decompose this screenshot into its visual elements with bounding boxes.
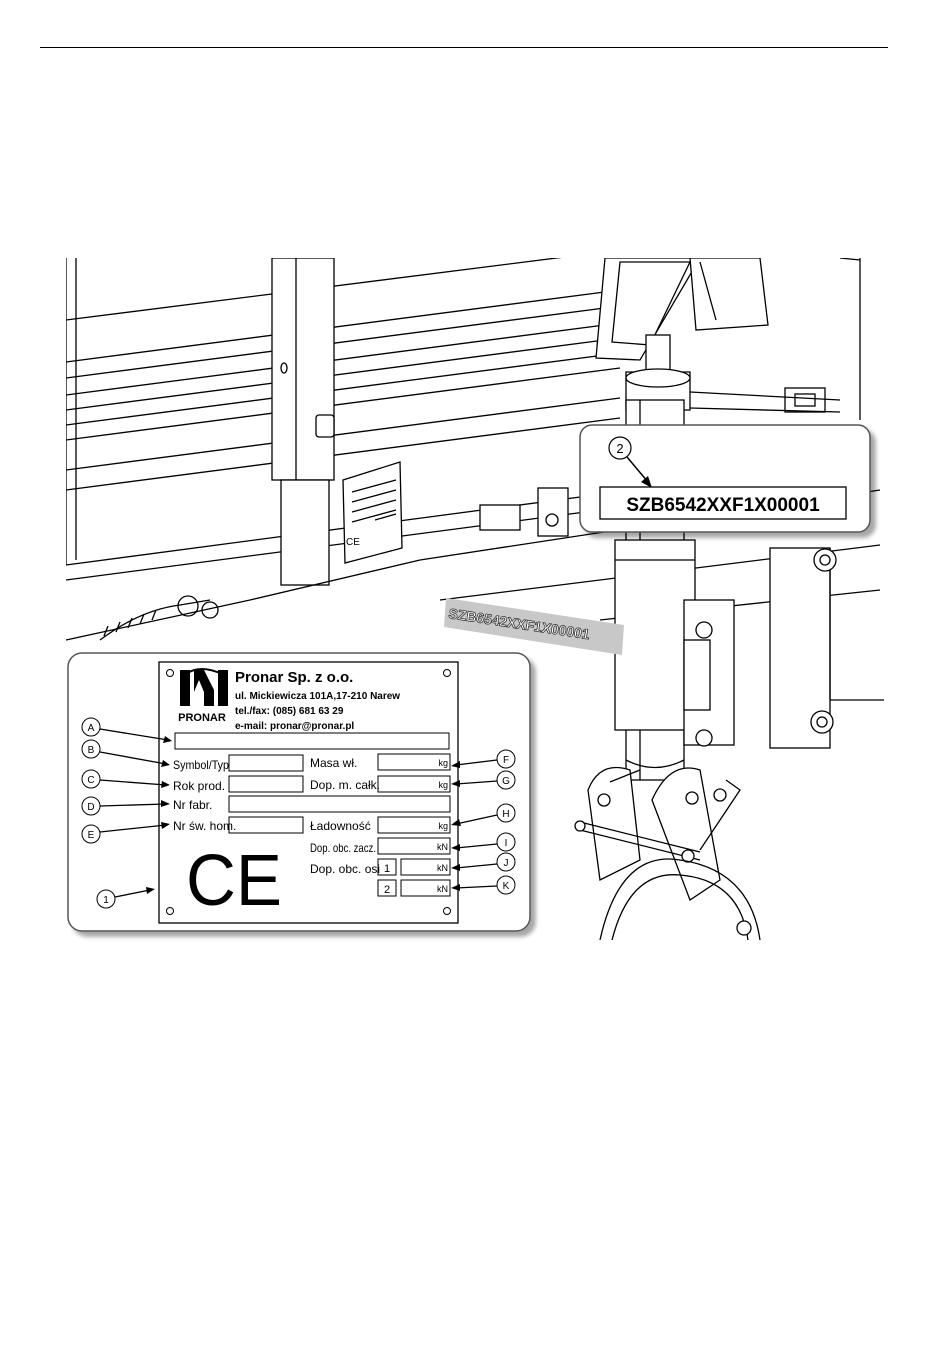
company-name: Pronar Sp. z o.o. <box>235 669 353 686</box>
unit-kg-h: kg <box>438 821 448 831</box>
callout-f: F <box>503 755 509 766</box>
vin-zoom-box <box>599 486 847 520</box>
label-symbol: Symbol/Typ <box>173 758 229 772</box>
label-ladownosc: Ładowność <box>310 819 371 833</box>
unit-kn-j: kN <box>437 863 448 873</box>
unit-kg-g: kg <box>438 780 448 790</box>
unit-kn-i: kN <box>437 842 448 852</box>
callout-b: B <box>88 745 95 756</box>
field-b-box <box>228 754 304 772</box>
field-k-box <box>400 879 451 897</box>
label-nrfabr: Nr fabr. <box>173 798 212 812</box>
field-g-box <box>377 775 451 793</box>
callout-2-marker <box>608 436 632 460</box>
logo-text: PRONAR <box>178 712 226 724</box>
ce-mark: CE <box>186 841 282 921</box>
company-phone: tel./fax: (085) 681 63 29 <box>235 706 344 717</box>
field-c-box <box>228 775 304 793</box>
callout-d: D <box>87 802 94 813</box>
axle-1-box <box>377 858 397 876</box>
field-f-box <box>377 753 451 771</box>
callout-i: I <box>505 838 508 849</box>
unit-kn-k: kN <box>437 884 448 894</box>
company-address: ul. Mickiewicza 101A,17-210 Narew <box>235 691 400 702</box>
axle-2-box <box>377 879 397 897</box>
field-i-box <box>377 837 451 855</box>
callout-1: 1 <box>103 895 109 906</box>
label-nrsw: Nr św. hom. <box>173 819 236 833</box>
axle-1-label: 1 <box>384 863 390 875</box>
callout-g: G <box>502 776 510 787</box>
field-j-box <box>400 858 451 876</box>
axle-2-label: 2 <box>384 884 390 896</box>
callout-j: J <box>504 858 509 869</box>
nameplate-callout: PRONAR Pronar Sp. z o.o. ul. Mickiewicza… <box>67 652 531 932</box>
field-h-box <box>377 816 451 834</box>
callout-k: K <box>503 881 510 892</box>
callout-e: E <box>88 830 95 841</box>
callout-a: A <box>88 723 95 734</box>
unit-kg-f: kg <box>438 758 448 768</box>
vin-zoom-callout: 2 SZB6542XXF1X00001 <box>579 424 871 533</box>
frame-vin-strip: SZB6542XXF1X00001 <box>444 598 624 655</box>
callout-h: H <box>502 809 509 820</box>
label-masa: Masa wł. <box>310 756 357 770</box>
label-osi: Dop. obc. osi <box>310 862 380 876</box>
callout-2-label: 2 <box>616 441 623 456</box>
field-a-box <box>174 732 450 750</box>
pronar-logo <box>180 668 228 706</box>
field-d-box <box>228 795 451 813</box>
field-e-box <box>228 816 304 834</box>
company-email: e-mail: pronar@pronar.pl <box>235 721 354 732</box>
label-zacz: Dop. obc. zacz. <box>310 841 376 855</box>
vin-zoom-text: SZB6542XXF1X00001 <box>626 495 820 516</box>
label-rok: Rok prod. <box>173 779 225 793</box>
svg-text:CE: CE <box>346 537 360 548</box>
callout-c: C <box>87 775 94 786</box>
header-rule <box>40 47 888 48</box>
label-dopm: Dop. m. całk. <box>310 778 380 792</box>
